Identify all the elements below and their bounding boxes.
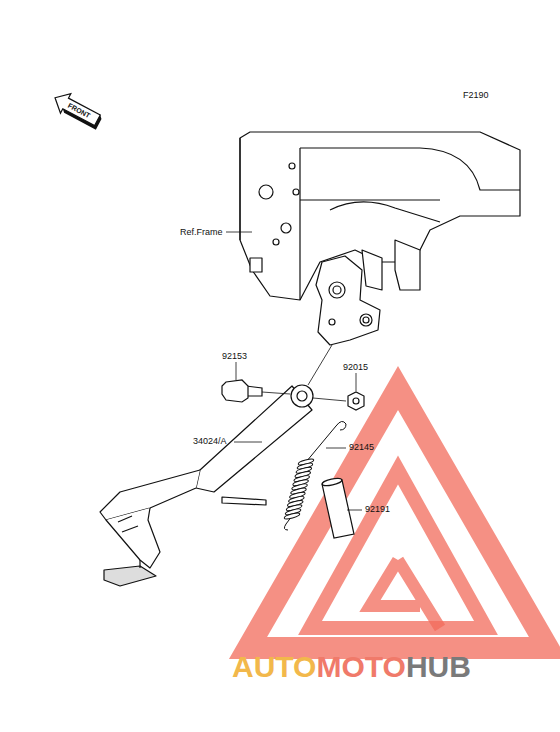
assembly-line bbox=[308, 345, 332, 385]
watermark-mark bbox=[370, 560, 440, 628]
frame-hole bbox=[273, 239, 279, 245]
nut bbox=[348, 392, 364, 410]
sleeve bbox=[322, 477, 354, 538]
frame-body bbox=[240, 132, 520, 300]
stand-bracket bbox=[316, 256, 380, 345]
callout-number: 34024/A bbox=[193, 437, 227, 446]
leader-line bbox=[236, 362, 237, 380]
bracket-hole bbox=[363, 317, 369, 323]
bolt-head bbox=[222, 380, 248, 402]
frame-hole bbox=[281, 223, 291, 233]
assembly-line bbox=[262, 392, 290, 394]
watermark-triangle bbox=[248, 388, 548, 648]
bracket-hole bbox=[333, 286, 341, 294]
front-arrow bbox=[50, 88, 103, 130]
frame bbox=[240, 132, 520, 345]
leader-line bbox=[326, 448, 346, 449]
reference-label: Ref.Frame bbox=[180, 228, 223, 237]
leader-line bbox=[234, 442, 262, 443]
figure-number: F2190 bbox=[463, 91, 489, 100]
nut-hole bbox=[353, 398, 359, 404]
assembly-line bbox=[313, 398, 346, 401]
front-arrow-shadow bbox=[61, 98, 102, 130]
leader-line bbox=[356, 373, 357, 391]
frame-edge bbox=[240, 138, 520, 300]
leader-lines bbox=[226, 232, 362, 510]
callout-number: 92191 bbox=[365, 505, 390, 514]
bracket-boss bbox=[360, 314, 372, 326]
frame-lug bbox=[362, 250, 382, 290]
bracket-boss bbox=[329, 282, 345, 298]
sleeve-end bbox=[322, 477, 343, 487]
pivot-boss bbox=[291, 385, 313, 407]
front-arrow-icon bbox=[50, 88, 105, 131]
frame-tube bbox=[300, 200, 440, 222]
frame-tab bbox=[250, 258, 262, 272]
stand-arm-lower bbox=[100, 470, 200, 520]
leader-line bbox=[347, 510, 362, 511]
callout-number: 92153 bbox=[222, 352, 247, 361]
frame-hole bbox=[289, 163, 295, 169]
stand-pad bbox=[104, 566, 156, 586]
watermark-logo bbox=[248, 388, 548, 648]
bolt bbox=[222, 380, 262, 402]
stand-foot bbox=[106, 508, 160, 568]
foot-detail bbox=[118, 516, 140, 568]
watermark-text: HUB bbox=[406, 652, 471, 682]
callout-number: 92015 bbox=[343, 363, 368, 372]
watermark-inner-triangle bbox=[310, 470, 486, 628]
nut-body bbox=[348, 392, 364, 410]
spring-coil bbox=[284, 512, 300, 520]
callout-number: 92145 bbox=[349, 443, 374, 452]
spring-post bbox=[222, 497, 266, 505]
frame-lug bbox=[395, 240, 420, 290]
frame-hole bbox=[259, 185, 273, 199]
pivot-hole bbox=[297, 391, 307, 401]
sleeve-body bbox=[322, 480, 354, 538]
frame-hole bbox=[293, 189, 299, 195]
watermark-text: AUTO bbox=[232, 652, 316, 682]
watermark-text: MOTO bbox=[316, 652, 405, 682]
side-stand bbox=[100, 385, 313, 586]
spring-hook bbox=[306, 421, 346, 462]
bracket-hole bbox=[329, 319, 335, 325]
leader-line bbox=[226, 232, 252, 233]
